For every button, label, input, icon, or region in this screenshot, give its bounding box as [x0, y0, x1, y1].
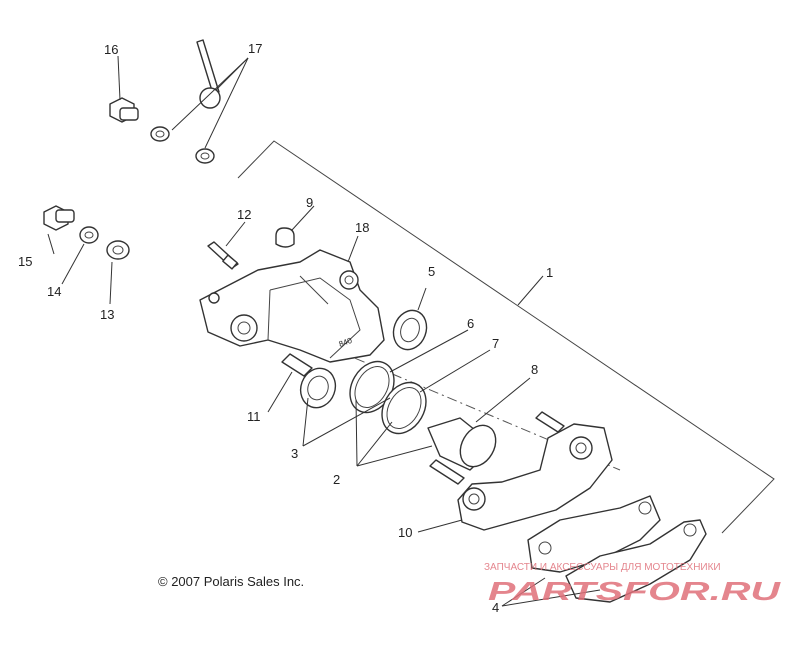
seal-ring-7	[381, 381, 427, 435]
bleed-cap-9	[275, 227, 295, 248]
callout-11: 11	[247, 409, 261, 424]
watermark-tagline: ЗАПЧАСТИ И АКСЕССУАРЫ ДЛЯ МОТОТЕХНИКИ	[484, 562, 721, 573]
callout-9: 9	[306, 195, 313, 210]
watermark-logo: PARTSFOR.RU	[488, 576, 782, 606]
callout-10: 10	[398, 525, 412, 540]
callout-4: 4	[492, 600, 499, 615]
callout-3: 3	[291, 446, 298, 461]
callout-15: 15	[18, 254, 32, 269]
callout-18: 18	[355, 220, 369, 235]
piston-8	[427, 417, 497, 471]
callout-16: 16	[104, 42, 118, 57]
slide-pin-11	[281, 353, 313, 377]
brake-pad-4-front	[565, 519, 707, 603]
caliper-body-18: 840	[199, 249, 385, 363]
boot-5	[392, 309, 428, 351]
washer-14	[79, 226, 99, 244]
callout-13: 13	[100, 307, 114, 322]
callout-labels: 1 2 3 4 5 6 7 8 9 10 11 12 13 14 15 16 1…	[18, 41, 553, 615]
washer-13	[106, 240, 130, 260]
assembly-bracket	[237, 140, 775, 534]
boot-3	[299, 367, 337, 409]
callout-6: 6	[467, 316, 474, 331]
bleed-screw-12	[207, 241, 239, 270]
brake-line-17	[150, 39, 221, 164]
callout-5: 5	[428, 264, 435, 279]
callout-14: 14	[47, 284, 61, 299]
bolt-15	[43, 205, 75, 231]
callout-2: 2	[333, 472, 340, 487]
callout-12: 12	[237, 207, 251, 222]
callout-17: 17	[248, 41, 262, 56]
callout-1: 1	[546, 265, 553, 280]
copyright-text: © 2007 Polaris Sales Inc.	[158, 574, 304, 589]
callout-8: 8	[531, 362, 538, 377]
watermark: ЗАПЧАСТИ И АКСЕССУАРЫ ДЛЯ МОТОТЕХНИКИ PA…	[484, 562, 782, 606]
mounting-bracket-10	[429, 411, 613, 531]
leader-lines	[47, 55, 601, 607]
callout-7: 7	[492, 336, 499, 351]
bolt-16	[109, 97, 139, 123]
caliper-stamp: 840	[338, 336, 354, 349]
brake-pad-4-rear	[527, 495, 661, 573]
